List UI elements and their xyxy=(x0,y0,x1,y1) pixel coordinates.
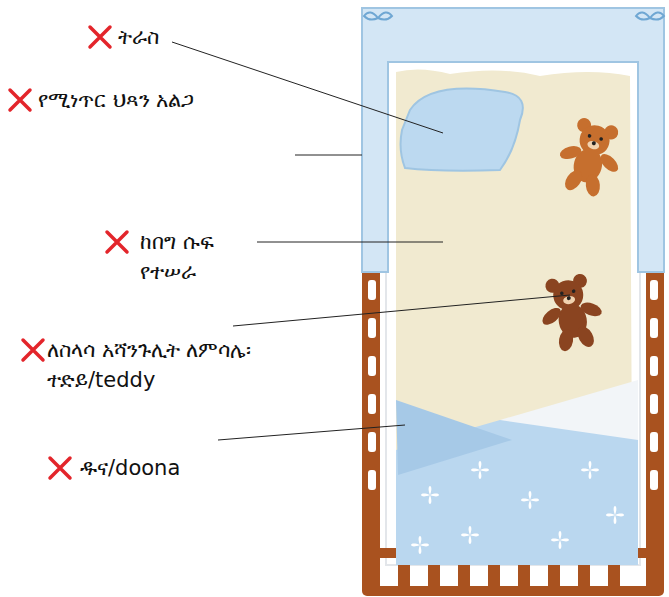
teddy-bear xyxy=(548,114,630,204)
bumper-ties xyxy=(364,12,664,19)
mattress xyxy=(386,60,640,565)
callout-label: ከበግ ሱፍ የተሠራ xyxy=(140,227,240,287)
crib-frame xyxy=(362,8,664,596)
doona-fold xyxy=(396,400,512,475)
callout-label: ለስላሳ አሻንጉሊት ለምሳሌ፡ ተድይ/teddy xyxy=(47,335,262,395)
doona-turned-edge xyxy=(500,380,638,440)
doona-pattern xyxy=(411,461,624,554)
callout-label: ትራስ xyxy=(118,22,248,52)
crib-inner xyxy=(380,24,646,586)
cot-bumper xyxy=(362,8,664,272)
teddy-bear xyxy=(533,271,610,357)
callout-label: ዱና/doona xyxy=(80,453,280,483)
callout-label: የሚነጥር ህጻን አልጋ xyxy=(38,85,328,115)
leader-lines xyxy=(172,42,570,440)
pillow xyxy=(401,89,523,171)
